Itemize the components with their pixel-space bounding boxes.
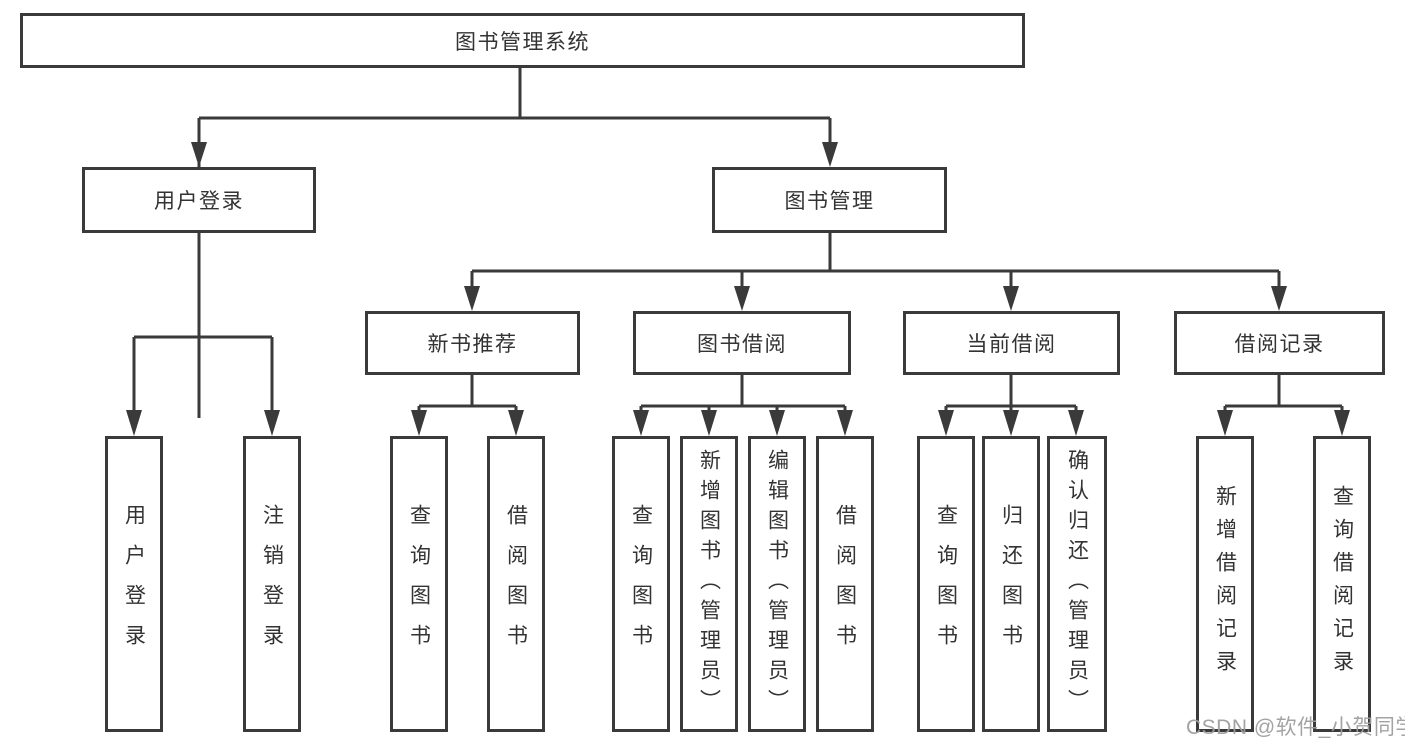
arrowhead-icon (769, 410, 785, 436)
leaf-logout-label: 注销登录 (260, 504, 284, 664)
leaf-borrow-book: 借阅图书 (816, 436, 874, 732)
arrowhead-icon (464, 286, 480, 311)
node-user-login-label: 用户登录 (154, 190, 244, 213)
leaf-add-book-admin: 新增图书（管理员） (680, 436, 738, 732)
leaf-query-book-current: 查询图书 (917, 436, 975, 732)
leaf-query-book-borrow-label: 查询图书 (629, 504, 653, 664)
leaf-confirm-return-admin: 确认归还（管理员） (1047, 436, 1107, 732)
leaf-edit-book-admin: 编辑图书（管理员） (748, 436, 806, 732)
arrowhead-icon (734, 286, 750, 311)
arrowhead-icon (837, 410, 853, 436)
leaf-query-borrow-record: 查询借阅记录 (1313, 436, 1371, 732)
arrowhead-icon (938, 410, 954, 436)
arrowhead-icon (411, 410, 427, 436)
leaf-query-book-borrow: 查询图书 (612, 436, 670, 732)
arrowhead-icon (822, 142, 838, 167)
leaf-query-borrow-record-label: 查询借阅记录 (1330, 485, 1354, 683)
leaf-query-book-recommend: 查询图书 (390, 436, 448, 732)
arrowhead-icon (633, 410, 649, 436)
connector-root-to-branches (197, 66, 832, 418)
arrowhead-icon (1271, 286, 1287, 311)
leaf-return-book-label: 归还图书 (999, 504, 1023, 664)
leaf-query-book-current-label: 查询图书 (934, 504, 958, 664)
node-book-management: 图书管理 (712, 167, 947, 233)
connector-borrow-to-leaves (639, 375, 847, 418)
node-current-borrow: 当前借阅 (903, 311, 1120, 375)
leaf-add-borrow-record: 新增借阅记录 (1196, 436, 1254, 732)
arrowhead-icon (1217, 410, 1233, 436)
watermark-text: CSDN @软件_小贺同学 (1186, 716, 1405, 739)
arrowhead-icon (1334, 410, 1350, 436)
connector-record-to-leaves (1223, 375, 1344, 418)
leaf-add-borrow-record-label: 新增借阅记录 (1213, 485, 1237, 683)
node-user-login: 用户登录 (82, 167, 316, 233)
node-book-borrow: 图书借阅 (633, 311, 851, 375)
arrowhead-icon (264, 410, 280, 436)
leaf-add-book-admin-label: 新增图书（管理员） (697, 449, 721, 719)
leaf-confirm-return-admin-label: 确认归还（管理员） (1065, 449, 1089, 719)
leaf-logout: 注销登录 (243, 436, 301, 732)
node-root-system: 图书管理系统 (20, 13, 1025, 68)
arrowheads (126, 142, 1350, 436)
node-borrow-record: 借阅记录 (1174, 311, 1385, 375)
leaf-edit-book-admin-label: 编辑图书（管理员） (765, 449, 789, 719)
node-borrow-record-label: 借阅记录 (1234, 333, 1325, 356)
node-current-borrow-label: 当前借阅 (966, 333, 1057, 356)
arrowhead-icon (701, 410, 717, 436)
node-new-book-recommend: 新书推荐 (365, 311, 580, 375)
arrowhead-icon (508, 410, 524, 436)
leaf-return-book: 归还图书 (982, 436, 1040, 732)
arrowhead-icon (1068, 410, 1084, 436)
leaf-user-login: 用户登录 (105, 436, 163, 732)
node-book-borrow-label: 图书借阅 (697, 333, 787, 356)
arrowhead-icon (126, 410, 142, 436)
connector-login-to-leaves (132, 233, 274, 418)
connector-manage-to-groups (470, 233, 1281, 294)
leaf-query-book-recommend-label: 查询图书 (407, 504, 431, 664)
node-new-book-recommend-label: 新书推荐 (427, 333, 518, 356)
arrowhead-icon (1003, 410, 1019, 436)
leaf-borrow-book-recommend-label: 借阅图书 (504, 504, 528, 664)
leaf-borrow-book-label: 借阅图书 (833, 504, 857, 664)
arrowhead-icon (191, 142, 207, 167)
leaf-user-login-label: 用户登录 (122, 504, 146, 664)
arrowhead-icon (1003, 286, 1019, 311)
node-book-management-label: 图书管理 (784, 190, 875, 213)
leaf-borrow-book-recommend: 借阅图书 (487, 436, 545, 732)
node-root-system-label: 图书管理系统 (455, 30, 590, 54)
connector-newbook-to-leaves (417, 375, 518, 418)
